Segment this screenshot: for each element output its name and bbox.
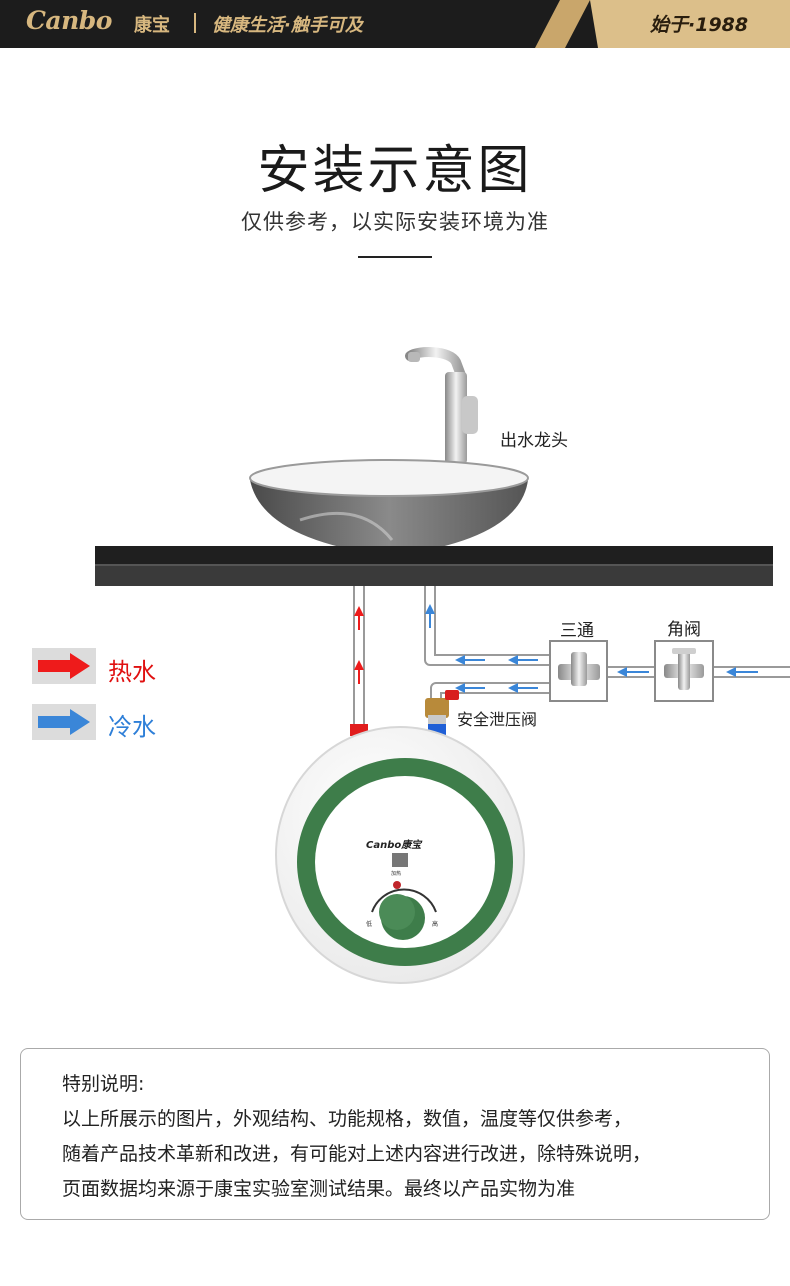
relief-valve-icon	[425, 690, 459, 725]
legend-hot-label: 热水	[108, 658, 156, 686]
faucet-label: 出水龙头	[500, 431, 568, 451]
note-line: 以上所展示的图片，外观结构、功能规格，数值，温度等仅供参考，	[62, 1108, 633, 1130]
cold-arrow-icon	[38, 709, 90, 735]
hot-arrow-icon	[38, 653, 90, 679]
brand-logo: Canbo	[26, 6, 112, 35]
angle-valve-icon	[654, 640, 714, 702]
title-underline	[358, 256, 432, 258]
header-accent-shape	[535, 0, 790, 48]
basin-icon	[249, 459, 529, 556]
special-note-box	[20, 1048, 770, 1220]
page-title: 安装示意图	[257, 141, 533, 201]
installation-diagram	[95, 347, 790, 984]
faucet-icon	[405, 347, 478, 464]
brand-slogan: 健康生活·触手可及	[212, 15, 363, 36]
heater-indicator-label: 加热	[391, 871, 402, 877]
relief-valve-label: 安全泄压阀	[457, 710, 538, 729]
cold-flow-arrows	[425, 604, 758, 693]
since-year: 始于·1988	[650, 14, 749, 36]
qr-code-icon	[392, 853, 408, 867]
header-divider	[194, 13, 196, 33]
note-heading: 特别说明:	[62, 1073, 145, 1095]
knob-low-label: 低	[366, 921, 373, 928]
countertop	[95, 546, 773, 586]
legend-hot-swatch	[32, 648, 96, 684]
knob-high-label: 高	[432, 921, 439, 928]
angle-valve-label: 角阀	[667, 620, 701, 640]
legend-cold-swatch	[32, 704, 96, 740]
note-line: 页面数据均来源于康宝实验室测试结果。最终以产品实物为准	[62, 1178, 576, 1200]
heater-brand-label: Canbo康宝	[366, 840, 422, 851]
legend-cold-label: 冷水	[108, 713, 156, 741]
note-line: 随着产品技术革新和改进，有可能对上述内容进行改进，除特殊说明，	[62, 1143, 652, 1165]
page-subtitle: 仅供参考，以实际安装环境为准	[241, 210, 549, 234]
tee-label: 三通	[560, 621, 594, 641]
brand-header: Canbo 康宝 健康生活·触手可及 始于·1988	[0, 0, 790, 48]
brand-name-cn: 康宝	[134, 15, 170, 36]
tee-fitting-icon	[549, 640, 608, 702]
hot-flow-arrows	[354, 606, 364, 684]
heating-indicator-icon	[393, 881, 401, 889]
water-heater-icon	[275, 726, 525, 984]
